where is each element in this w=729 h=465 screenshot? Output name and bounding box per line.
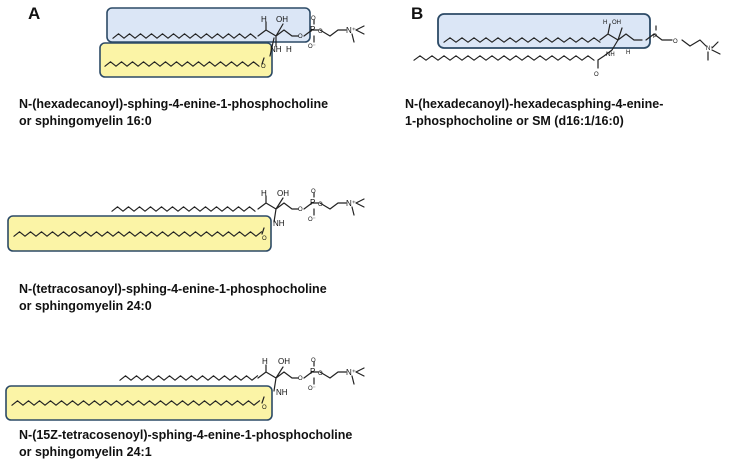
methyl-bonds [351, 367, 365, 385]
atom-n-plus: N⁺ [346, 26, 356, 35]
caption-line-1: N-(hexadecanoyl)-hexadecasphing-4-enine- [405, 97, 664, 111]
acyl-highlight-box [99, 42, 273, 78]
acyl-chain [413, 55, 595, 61]
caption-line-1: N-(tetracosanoyl)-sphing-4-enine-1-phosp… [19, 282, 327, 296]
methyl-bonds [707, 41, 721, 61]
caption-line-2: 1-phosphocholine or SM (d16:1/16:0) [405, 114, 624, 128]
methyl-bonds [351, 198, 365, 216]
atom-o: O [298, 207, 303, 213]
atom-nh: NH [606, 52, 615, 58]
atom-o: O [311, 16, 316, 22]
acyl-highlight-box [5, 385, 273, 421]
atom-o-minus: O⁻ [308, 217, 316, 223]
atom-o-minus: O⁻ [308, 386, 316, 392]
atom-nh: NH [276, 388, 288, 397]
acyl-chain [11, 400, 261, 406]
structure-sm-d16-1-16-0: H OH NH H O P O N⁺ [413, 13, 721, 78]
atom-n-plus: N⁺ [346, 368, 356, 377]
phosphate-bonds [303, 19, 347, 43]
structure-sm-24-1: H OH NH O O P O O⁻ O N⁺ [5, 357, 365, 421]
caption-sm-24-0: N-(tetracosanoyl)-sphing-4-enine-1-phosp… [19, 281, 327, 315]
sphingoid-chain [443, 37, 601, 43]
caption-line-2: or sphingomyelin 24:0 [19, 299, 152, 313]
atom-nh: NH [270, 45, 282, 54]
phosphate-bonds [645, 25, 707, 47]
caption-line-2: or sphingomyelin 16:0 [19, 114, 152, 128]
acyl-chain [13, 231, 263, 237]
atom-p: P [310, 198, 315, 207]
caption-line-1: N-(15Z-tetracosenoyl)-sphing-4-enine-1-p… [19, 428, 353, 442]
caption-sm-24-1: N-(15Z-tetracosenoyl)-sphing-4-enine-1-p… [19, 427, 352, 461]
atom-n-plus: N⁺ [706, 45, 714, 52]
sphingoid-chain [119, 375, 259, 381]
atom-o: O [673, 39, 678, 45]
atom-o: O [311, 189, 316, 195]
headgroup-bonds [257, 21, 299, 65]
atom-o-minus: O⁻ [308, 44, 316, 50]
panel-label-b: B [411, 4, 424, 23]
headgroup-bonds [257, 364, 299, 404]
atom-o: O [318, 371, 323, 377]
structure-sm-24-0: H OH NH O O P O O⁻ O N⁺ [7, 189, 365, 252]
atom-h: H [262, 357, 268, 366]
headgroup-bonds [597, 23, 643, 69]
atom-oh: OH [278, 357, 290, 366]
acyl-chain [104, 61, 260, 67]
phosphate-bonds [303, 361, 347, 385]
headgroup-bonds [257, 195, 299, 235]
atom-oh: OH [277, 189, 289, 198]
atom-h: H [261, 189, 267, 198]
atom-oh: OH [276, 15, 288, 24]
caption-sm-d16-1-16-0: N-(hexadecanoyl)-hexadecasphing-4-enine-… [405, 96, 663, 130]
atom-h: H [603, 20, 607, 26]
atom-o: O [298, 376, 303, 382]
atom-o: O [318, 29, 323, 35]
sphingoid-chain [111, 206, 256, 212]
structure-sm-16-0: H OH NH H O O P O O⁻ O N⁺ [99, 7, 365, 78]
caption-line-2: or sphingomyelin 24:1 [19, 445, 152, 459]
atom-o: O [262, 405, 267, 411]
methyl-bonds [351, 25, 365, 43]
phosphate-bonds [303, 192, 347, 216]
atom-o: O [262, 236, 267, 242]
atom-o: O [594, 72, 599, 78]
caption-line-1: N-(hexadecanoyl)-sphing-4-enine-1-phosph… [19, 97, 329, 111]
atom-nh: NH [273, 219, 285, 228]
acyl-highlight-box [7, 215, 272, 252]
atom-h: H [261, 15, 267, 24]
sphingoid-chain [112, 33, 257, 39]
atom-o: O [318, 202, 323, 208]
atom-o: O [311, 358, 316, 364]
atom-h: H [626, 50, 630, 56]
panel-label-a: A [28, 4, 41, 23]
caption-sm-16-0: N-(hexadecanoyl)-sphing-4-enine-1-phosph… [19, 96, 328, 130]
atom-n-plus: N⁺ [346, 199, 356, 208]
atom-p: P [310, 367, 315, 376]
atom-o: O [298, 34, 303, 40]
atom-h: H [286, 45, 292, 54]
atom-p: P [310, 25, 315, 34]
atom-o: O [261, 64, 266, 70]
atom-oh: OH [612, 20, 621, 26]
atom-p: P [653, 34, 657, 40]
sphingoid-highlight-box [106, 7, 311, 43]
